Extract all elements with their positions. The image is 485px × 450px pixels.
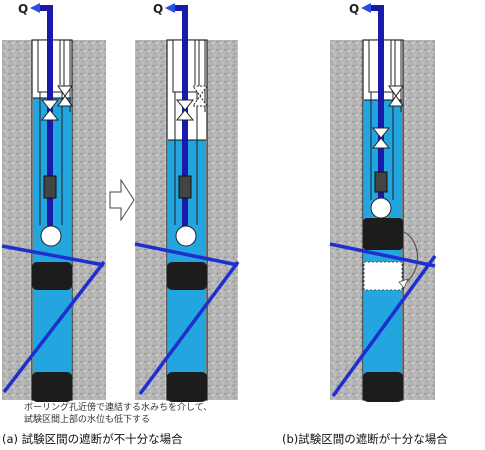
transition-arrow-icon bbox=[109, 178, 135, 222]
valve-icon bbox=[192, 85, 208, 107]
fracture-line bbox=[2, 260, 106, 394]
caption-a: (a) 試験区間の遮断が不十分な場合 bbox=[2, 432, 183, 446]
pump-pipe bbox=[173, 5, 188, 226]
note-line-1: ボーリング孔近傍で連結する水みちを介して、 bbox=[24, 403, 213, 413]
flow-label: Q bbox=[18, 2, 29, 16]
valve-icon bbox=[57, 85, 73, 107]
flow-arrow-icon bbox=[30, 3, 40, 13]
fracture-line bbox=[329, 242, 436, 268]
caption-b: (b)試験区間の遮断が十分な場合 bbox=[282, 432, 448, 446]
bypass-arrow-icon bbox=[403, 231, 419, 285]
sensor bbox=[43, 175, 57, 199]
float-ball bbox=[370, 197, 392, 219]
packer bbox=[167, 262, 207, 290]
panel-a-after bbox=[134, 3, 240, 402]
sensor bbox=[374, 171, 388, 193]
valve-icon bbox=[371, 127, 391, 149]
flow-label: Q bbox=[153, 2, 164, 16]
fracture-line bbox=[134, 242, 239, 267]
fracture-line bbox=[138, 260, 240, 396]
panel-b bbox=[329, 3, 437, 402]
pump-pipe bbox=[38, 5, 53, 226]
float-ball bbox=[40, 225, 62, 247]
valve-icon bbox=[388, 85, 404, 107]
valve-icon bbox=[40, 99, 60, 121]
packer bbox=[167, 372, 207, 402]
packer bbox=[363, 218, 403, 250]
sensor bbox=[178, 175, 192, 199]
packer bbox=[363, 372, 403, 402]
fracture-line bbox=[331, 254, 437, 398]
valve-icon bbox=[175, 99, 195, 121]
packer bbox=[32, 262, 72, 290]
flow-arrow-icon bbox=[165, 3, 175, 13]
panel-a-before bbox=[1, 3, 106, 402]
annotation-note: ボーリング孔近傍で連結する水みちを介して、 試験区間上部の水位も低下する bbox=[24, 402, 284, 426]
float-ball bbox=[175, 225, 197, 247]
flow-arrow-icon bbox=[361, 3, 371, 13]
flow-label: Q bbox=[349, 2, 360, 16]
note-line-2: 試験区間上部の水位も低下する bbox=[24, 415, 151, 425]
fracture-line bbox=[1, 244, 105, 267]
packer bbox=[32, 372, 72, 402]
isolated-section bbox=[363, 261, 403, 291]
